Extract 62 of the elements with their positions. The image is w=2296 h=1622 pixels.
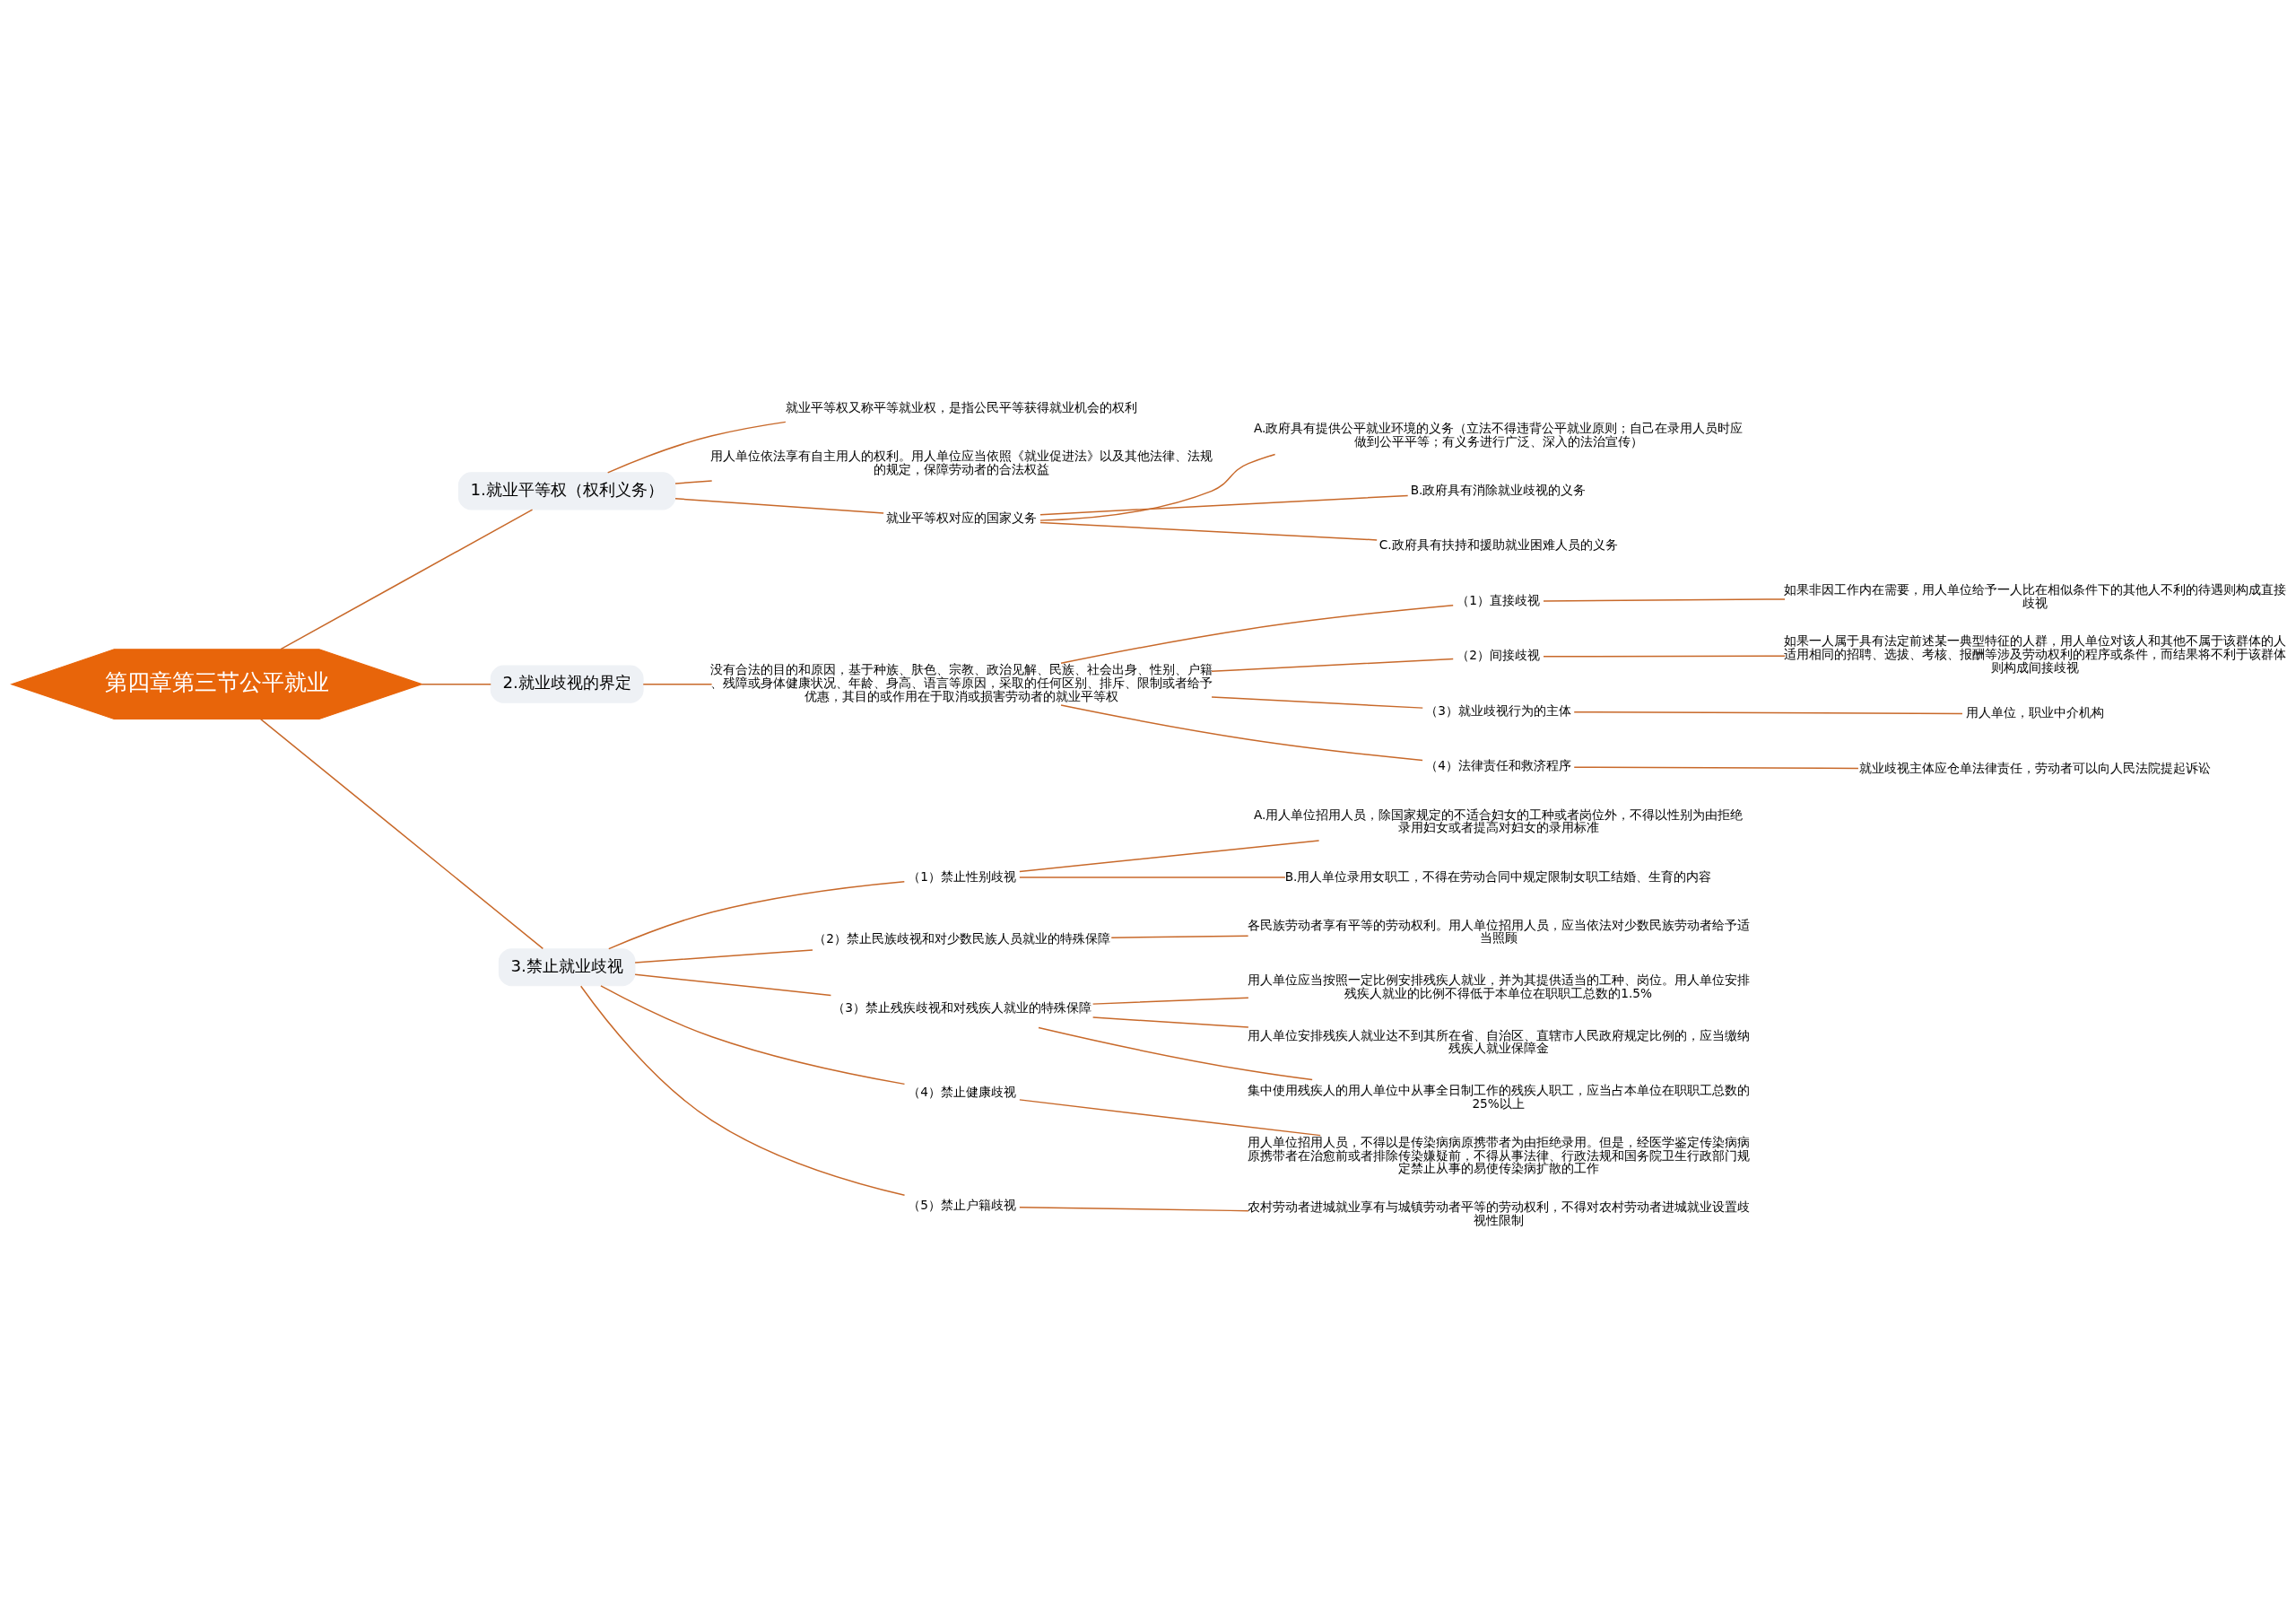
connector <box>1573 766 1859 769</box>
connector <box>1019 839 1320 872</box>
connector <box>260 718 544 949</box>
connector <box>1091 1016 1249 1028</box>
node-text: B.政府具有消除就业歧视的义务 <box>1410 482 1587 497</box>
connector <box>606 421 787 474</box>
node-text: （4）禁止健康歧视 <box>908 1084 1016 1099</box>
connector <box>1211 658 1454 672</box>
node-text: （5）禁止户籍歧视 <box>908 1197 1016 1212</box>
connector <box>674 479 713 484</box>
node-text: B.用人单位录用女职工，不得在劳动合同中规定限制女职工结婚、生育的内容 <box>1284 868 1712 884</box>
connector <box>634 972 832 996</box>
node-text: （1）禁止性别歧视 <box>908 868 1016 884</box>
connector <box>1543 597 1786 602</box>
node-text: 用人单位招用人员，不得以是传染病病原携带者为由拒绝录用。但是，经医学鉴定传染病病原携带者在治愈前或者排除传染嫌疑前，不得从事法律、行政法规和国务院卫生行政部门规定禁止从事的易使传染病扩散的工作 <box>1247 1134 1750 1175</box>
node-text: 如果一人属于具有法定前述某一典型特征的人群，用人单位对该人和其他不属于该群体的人适用相同的招聘、选拔、考核、报酬等涉及劳动权利的程序或条件，而结果将不利于该群体则构成间接歧视 <box>1783 632 2286 675</box>
connector <box>674 497 884 514</box>
node-text: 用人单位应当按照一定比例安排残疾人就业，并为其提供适当的工种、岗位。用人单位安排残疾人就业的比例不得低于本单位在职职工总数的1.5% <box>1247 972 1750 1000</box>
connector <box>1211 695 1423 709</box>
node-text: 用人单位，职业中介机构 <box>1965 704 2104 719</box>
connector <box>1039 453 1276 521</box>
node-text: C.政府具有扶持和援助就业困难人员的义务 <box>1378 536 1618 552</box>
connector <box>1091 996 1249 1005</box>
connector <box>634 948 813 964</box>
node-text: 用人单位依法享有自主用人的权利。用人单位应当依照《就业促进法》以及其他法律、法规的规定，保障劳动者的合法权益 <box>710 448 1213 476</box>
connector <box>1543 655 1786 658</box>
node-text: （2）间接歧视 <box>1457 647 1540 662</box>
node-text: （1）直接歧视 <box>1457 592 1540 607</box>
connector <box>642 683 713 685</box>
connector <box>421 683 491 685</box>
connector <box>1110 935 1249 938</box>
connector <box>1039 521 1378 541</box>
connector <box>1060 703 1423 761</box>
node-text: 就业平等权对应的国家义务 <box>886 510 1038 525</box>
node-box: 2.就业歧视的界定 <box>490 665 644 703</box>
connector <box>1573 711 1963 714</box>
node-text: 集中使用残疾人的用人单位中从事全日制工作的残疾人职工，应当占本单位在职职工总数的25%以上 <box>1247 1082 1750 1111</box>
connector <box>1039 494 1409 515</box>
node-text: 没有合法的目的和原因，基于种族、肤色、宗教、政治见解、民族、社会出身、性别、户籍、残障或身体健康状况、年龄、身高、语言等原因，采取的任何区别、排斥、限制或者给予优惠，其目的或作用在于取消或损害劳动者的就业平等权 <box>710 661 1213 703</box>
connector <box>280 508 534 650</box>
connector <box>608 880 906 949</box>
connector <box>1038 1026 1313 1080</box>
node-text: （4）法律责任和救济程序 <box>1425 757 1571 772</box>
node-text: 就业平等权又称平等就业权，是指公民平等获得就业机会的权利 <box>786 399 1138 414</box>
connector <box>1060 604 1454 664</box>
connector <box>600 984 906 1085</box>
node-text: 农村劳动者进城就业享有与城镇劳动者平等的劳动权利，不得对农村劳动者进城就业设置歧视性限制 <box>1247 1199 1750 1227</box>
node-text: 就业歧视主体应仓单法律责任，劳动者可以向人民法院提起诉讼 <box>1858 760 2211 775</box>
connector <box>1019 1206 1249 1211</box>
connector <box>1019 1098 1321 1136</box>
node-box: 1.就业平等权（权利义务） <box>457 471 676 510</box>
node-text: （3）禁止残疾歧视和对残疾人就业的特殊保障 <box>832 999 1091 1015</box>
node-text: A.用人单位招用人员，除国家规定的不适合妇女的工种或者岗位外，不得以性别为由拒绝录用妇女或者提高对妇女的录用标准 <box>1253 807 1744 834</box>
node-text: 用人单位安排残疾人就业达不到其所在省、自治区、直辖市人民政府规定比例的，应当缴纳残疾人就业保障金 <box>1247 1027 1750 1055</box>
node-box: 3.禁止就业歧视 <box>498 947 636 986</box>
connector <box>579 984 906 1196</box>
connector <box>1019 876 1286 878</box>
node-text: A.政府具有提供公平就业环境的义务（立法不得违背公平就业原则；自己在录用人员时应做到公平平等；有义务进行广泛、深入的法治宣传） <box>1253 420 1744 449</box>
node-text: （3）就业歧视行为的主体 <box>1425 702 1571 718</box>
node-text: 各民族劳动者享有平等的劳动权利。用人单位招用人员，应当依法对少数民族劳动者给予适当照顾 <box>1247 917 1750 945</box>
node-text: 如果非因工作内在需要，用人单位给予一人比在相似条件下的其他人不利的待遇则构成直接歧视 <box>1783 581 2286 610</box>
node-text: （2）禁止民族歧视和对少数民族人员就业的特殊保障 <box>813 930 1110 946</box>
